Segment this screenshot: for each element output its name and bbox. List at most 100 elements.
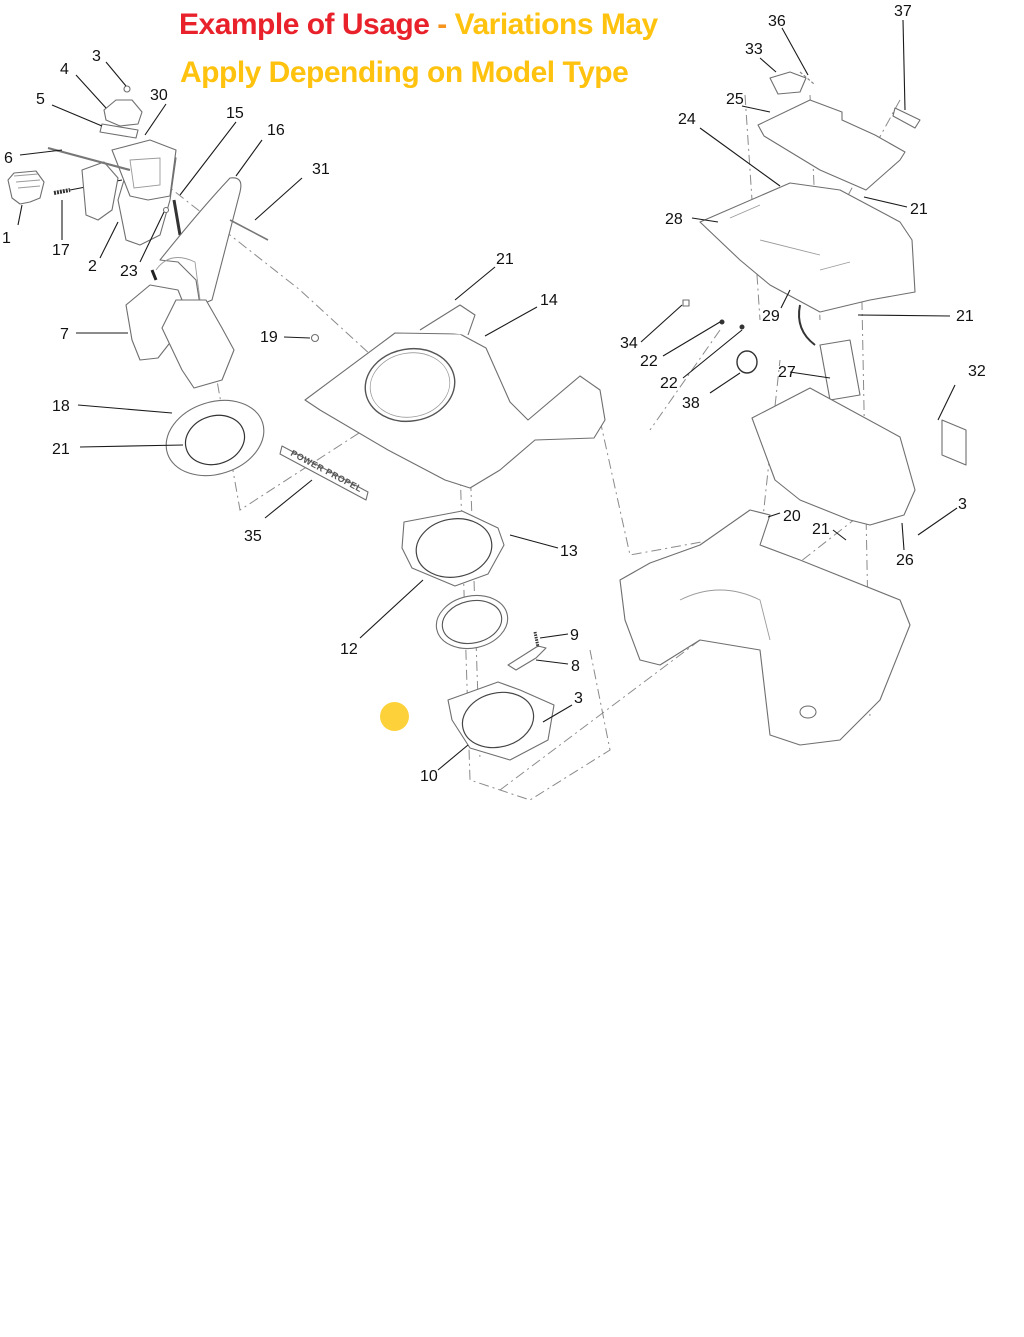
callout-34: 34 bbox=[620, 335, 638, 352]
callout-28: 28 bbox=[665, 211, 683, 228]
part-16-chute-guard bbox=[155, 177, 242, 306]
part-7-deflector bbox=[125, 284, 235, 389]
callout-7: 7 bbox=[60, 326, 69, 343]
part-29-harness bbox=[798, 304, 816, 346]
part-25-cover bbox=[757, 99, 906, 191]
part-20-auger-frame bbox=[619, 509, 911, 746]
marker-dot-icon[interactable] bbox=[380, 702, 409, 731]
callout-2-leader bbox=[99, 221, 119, 259]
callout-31-leader bbox=[254, 177, 303, 221]
callout-27-leader bbox=[789, 371, 831, 379]
callout-25: 25 bbox=[726, 91, 744, 108]
part-37-label bbox=[892, 107, 921, 129]
callout-21-box: 21 bbox=[812, 521, 830, 538]
callout-18: 18 bbox=[52, 398, 70, 415]
callout-3: 3 bbox=[92, 48, 101, 65]
callout-8: 8 bbox=[571, 658, 580, 675]
callout-31: 31 bbox=[312, 161, 330, 178]
callout-35: 35 bbox=[244, 528, 262, 545]
callout-26-leader bbox=[901, 522, 905, 551]
part-34-nut bbox=[682, 299, 690, 307]
part-19-screw bbox=[310, 333, 320, 343]
callout-21-console-leader bbox=[863, 196, 908, 208]
callout-4: 4 bbox=[60, 61, 69, 78]
callout-20-leader bbox=[767, 512, 781, 518]
callout-22-b: 22 bbox=[660, 375, 678, 392]
callout-5: 5 bbox=[36, 91, 45, 108]
part-2-control-housing bbox=[81, 139, 177, 246]
part-22-screws bbox=[719, 319, 745, 330]
callout-32: 32 bbox=[968, 363, 986, 380]
part-23-clip bbox=[150, 206, 170, 281]
callout-9-leader bbox=[539, 633, 569, 639]
callout-32-leader bbox=[937, 384, 956, 421]
title-example-of-usage: Example of Usage bbox=[179, 8, 430, 41]
callout-6: 6 bbox=[4, 150, 13, 167]
callout-2: 2 bbox=[88, 258, 97, 275]
callout-21-housing-leader bbox=[454, 266, 496, 301]
callout-22-b-leader bbox=[682, 329, 743, 379]
callout-37: 37 bbox=[894, 3, 912, 20]
callout-29: 29 bbox=[762, 308, 780, 325]
title-separator: - bbox=[429, 8, 455, 41]
callout-24-leader bbox=[699, 127, 781, 187]
part-11-gear-ring bbox=[435, 594, 509, 650]
callout-33-leader bbox=[759, 57, 777, 73]
callout-23: 23 bbox=[120, 263, 138, 280]
overlay-title-line-2: Apply Depending on Model Type bbox=[180, 56, 629, 89]
callout-27: 27 bbox=[778, 364, 796, 381]
callout-30-leader bbox=[144, 103, 167, 136]
part-10-base-plate bbox=[447, 681, 555, 761]
callout-13-leader bbox=[509, 534, 559, 549]
callout-3-box-leader bbox=[917, 507, 958, 536]
part-5-bracket bbox=[99, 123, 139, 139]
callout-33: 33 bbox=[745, 41, 763, 58]
callout-3-box: 3 bbox=[958, 496, 967, 513]
callout-6-leader bbox=[19, 149, 63, 156]
callout-23-leader bbox=[139, 211, 165, 263]
callout-24: 24 bbox=[678, 111, 696, 128]
callout-29-leader bbox=[780, 289, 791, 309]
callout-1-leader bbox=[17, 204, 23, 226]
callout-3-base: 3 bbox=[574, 690, 583, 707]
callout-21-collar: 21 bbox=[52, 441, 70, 458]
callout-34-leader bbox=[640, 304, 683, 343]
callout-22-a-leader bbox=[662, 321, 721, 357]
part-14-housing bbox=[304, 304, 606, 489]
part-9-spring bbox=[533, 631, 540, 648]
part-1-knob bbox=[7, 170, 45, 205]
callout-1: 1 bbox=[2, 230, 11, 247]
callout-36: 36 bbox=[768, 13, 786, 30]
callout-10-leader bbox=[437, 744, 469, 771]
callout-15-leader bbox=[179, 121, 237, 196]
part-26-bracket-box bbox=[751, 387, 916, 526]
part-31-cable bbox=[229, 219, 269, 241]
callout-38: 38 bbox=[682, 395, 700, 412]
part-27-switch bbox=[819, 339, 861, 401]
callout-19: 19 bbox=[260, 329, 278, 346]
callout-30: 30 bbox=[150, 87, 168, 104]
callout-18-leader bbox=[77, 404, 173, 414]
callout-35-leader bbox=[264, 479, 313, 519]
title-variations-may: Variations May bbox=[454, 8, 659, 41]
callout-36-leader bbox=[781, 27, 809, 76]
part-8-lever-arm bbox=[507, 645, 547, 671]
callout-21-console: 21 bbox=[910, 201, 928, 218]
callout-21-collar-leader bbox=[79, 444, 184, 448]
part-35-decal: POWER PROPEL bbox=[279, 445, 369, 501]
callout-20: 20 bbox=[783, 508, 801, 525]
callout-37-leader bbox=[902, 19, 906, 111]
callout-12-leader bbox=[359, 579, 424, 639]
callout-19-leader bbox=[283, 336, 311, 339]
callout-15: 15 bbox=[226, 105, 244, 122]
callout-21-mid: 21 bbox=[956, 308, 974, 325]
callout-labels: 1234561723301516317182119352114131298310… bbox=[2, 3, 986, 785]
callout-10: 10 bbox=[420, 768, 438, 785]
callout-21-housing: 21 bbox=[496, 251, 514, 268]
part-32-label bbox=[941, 419, 967, 466]
callout-14-leader bbox=[484, 306, 538, 337]
callout-8-leader bbox=[535, 659, 569, 665]
part-3-screw-top bbox=[123, 85, 131, 93]
